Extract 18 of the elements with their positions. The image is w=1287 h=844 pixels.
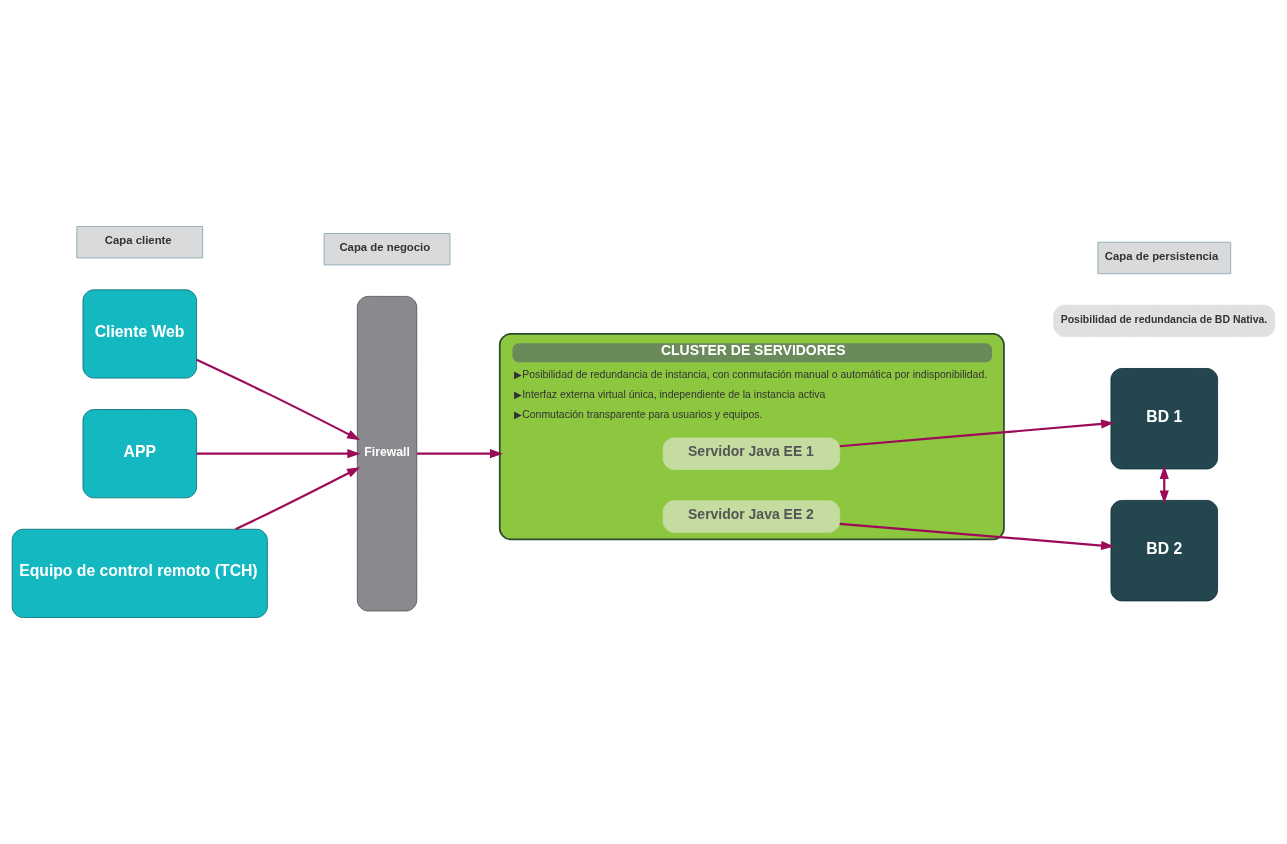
node-box: Servidor Java EE 2 — [662, 500, 841, 533]
node-box: Cliente Web — [82, 289, 197, 379]
node-box: Posibilidad de redundancia de BD Nativa. — [1053, 304, 1276, 338]
node-box: BD 1 — [1110, 368, 1218, 470]
arrow — [839, 522, 1115, 551]
node-box: Capa de persistencia — [1097, 241, 1232, 275]
node-box: BD 2 — [1110, 500, 1218, 602]
node-box: Capa de negocio — [323, 233, 451, 266]
node-box: Firewall — [356, 295, 418, 612]
node-box: Equipo de control remoto (TCH) — [11, 528, 268, 618]
node-box: APP — [82, 409, 197, 499]
node-box: Capa cliente — [76, 226, 204, 259]
arrow — [839, 419, 1115, 448]
arrow — [196, 449, 361, 459]
arrow — [235, 467, 361, 531]
arrow — [196, 358, 361, 441]
arrow — [417, 449, 504, 459]
node-box: Servidor Java EE 1 — [662, 437, 841, 470]
